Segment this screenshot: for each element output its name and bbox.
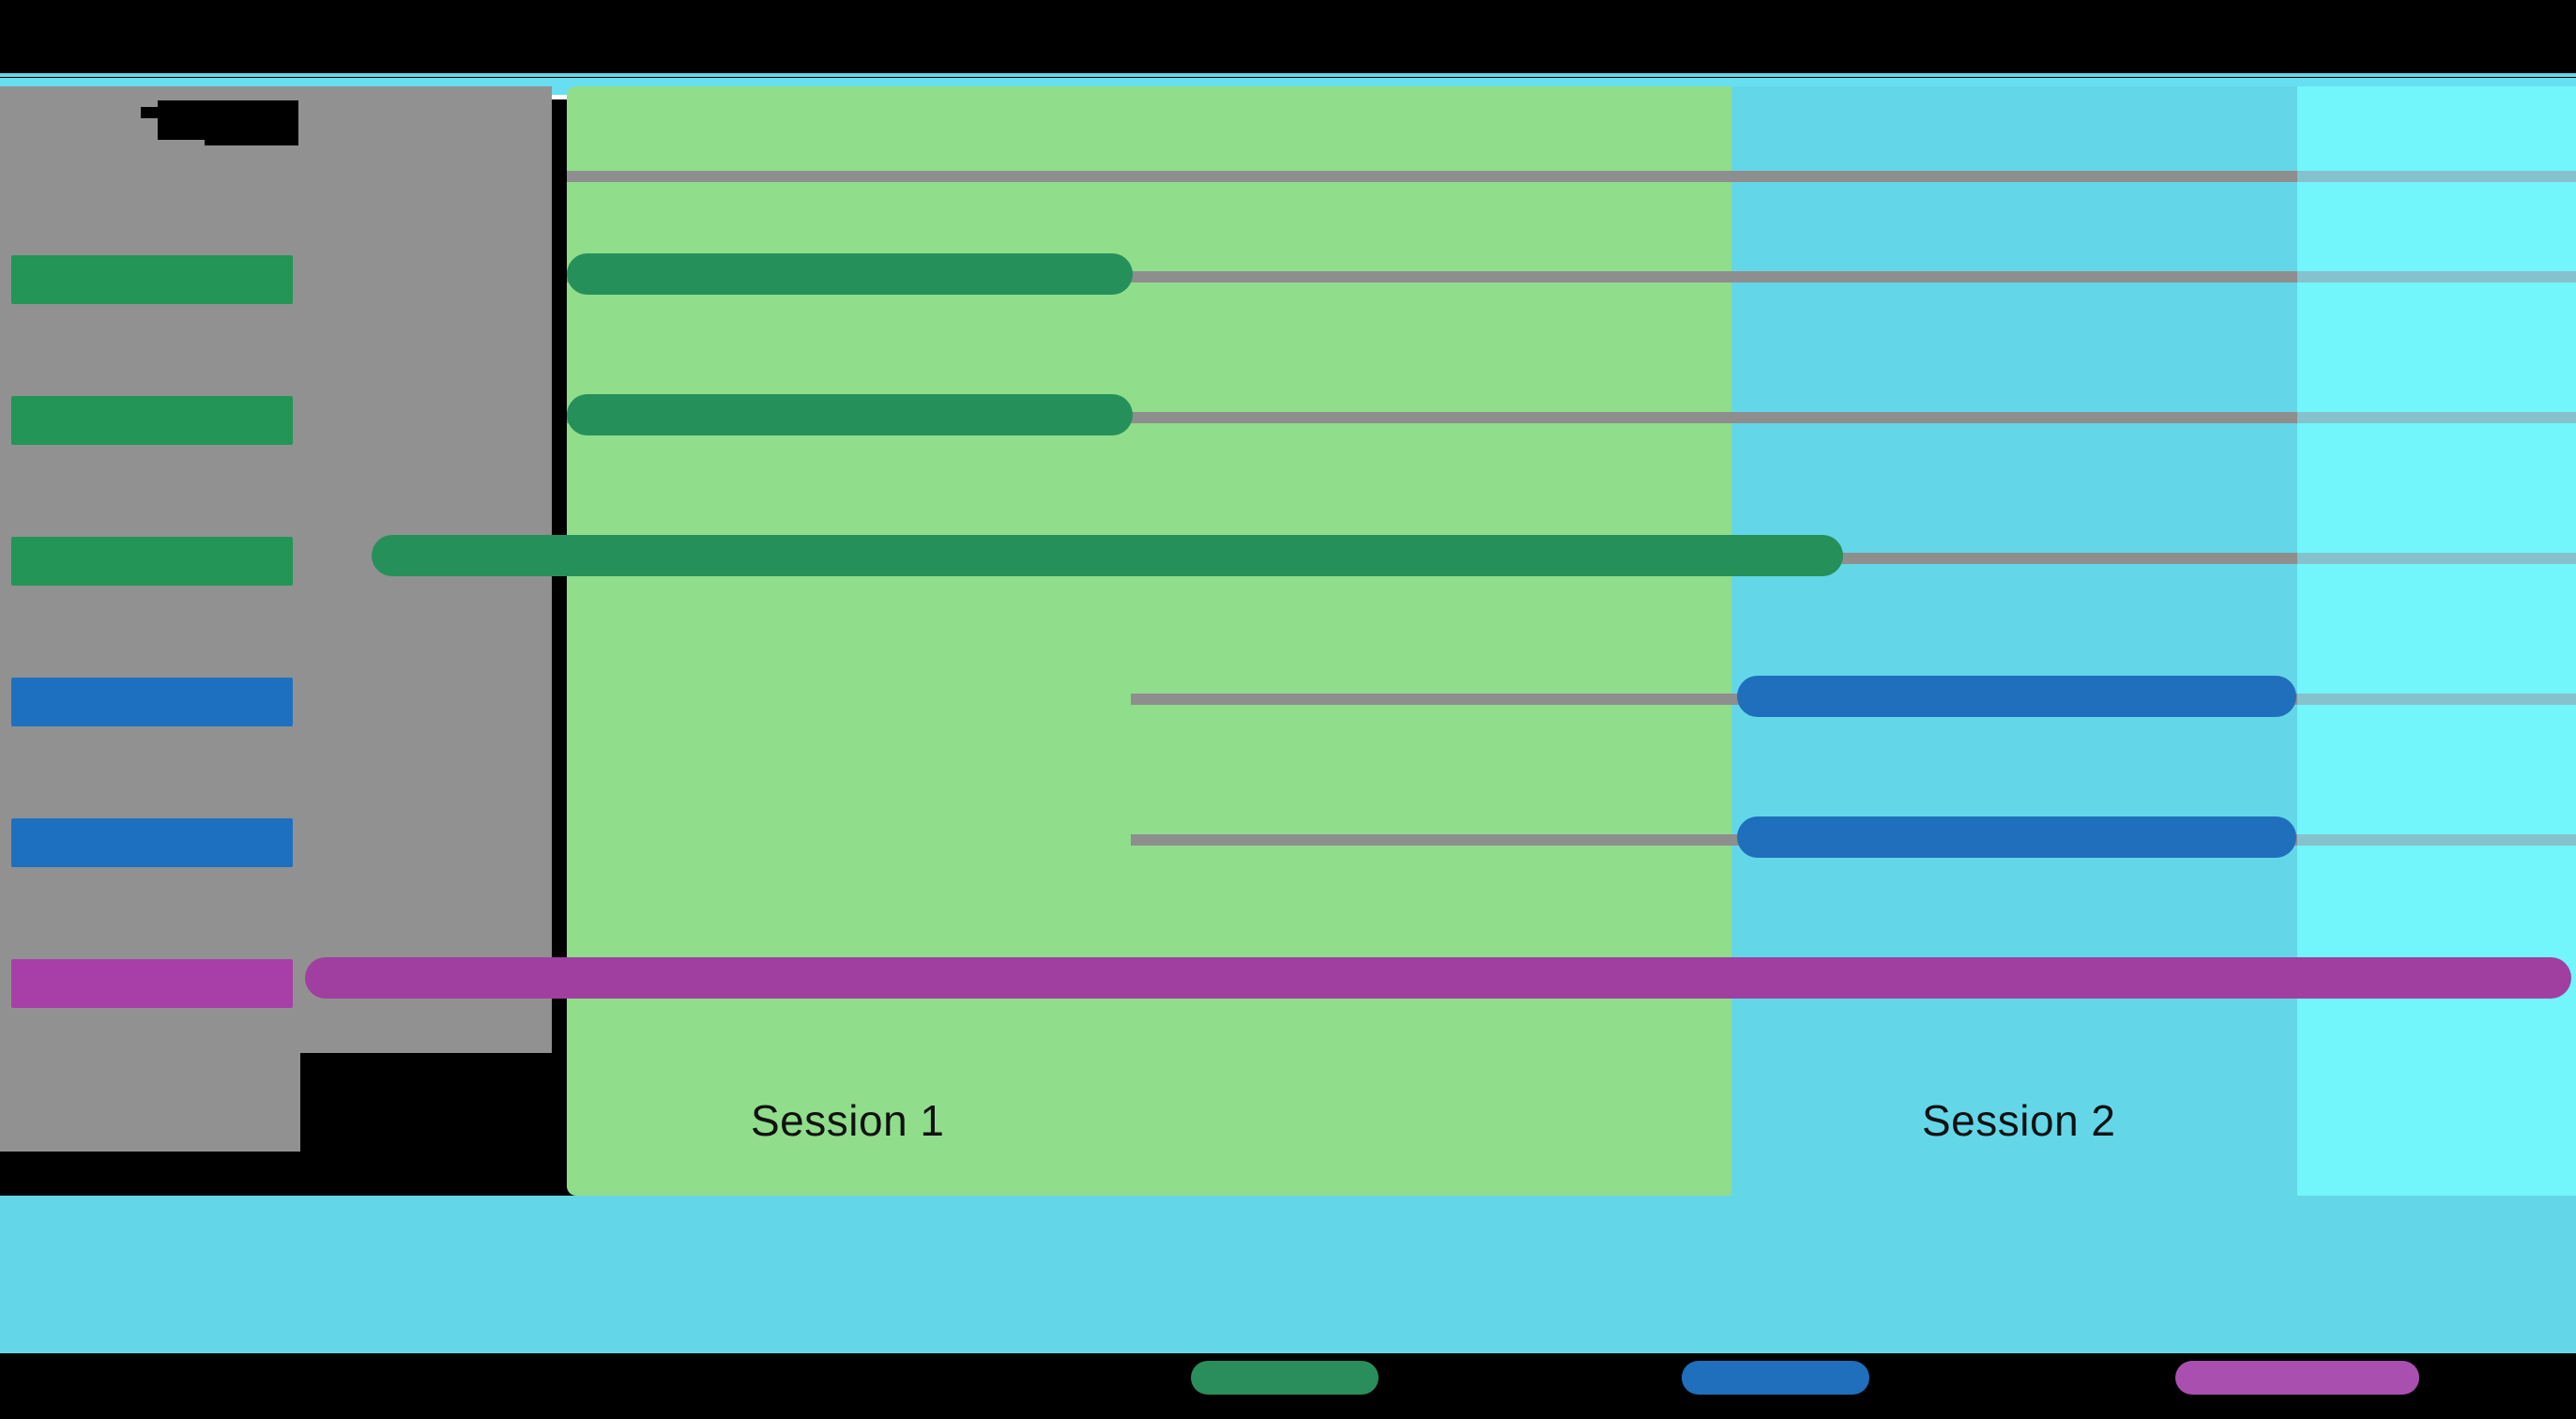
gridline-row-0-light [2297,171,2576,182]
session-caption-2: Session 2 [1922,1096,2116,1145]
session-band-2 [1731,86,2297,1196]
chart-title-redaction-2 [141,107,158,118]
bar-dataset-c[interactable] [305,957,2571,999]
bar-dataset-b2[interactable] [1737,816,2296,858]
footer-band [0,1196,2576,1353]
legend-swatch-series-c[interactable] [2175,1361,2419,1395]
bar-dataset-a1[interactable] [567,253,1133,295]
chart-title-redaction [158,100,298,140]
row-label-dataset-a1 [11,255,293,304]
gridline-row-0 [567,171,2297,182]
row-label-dataset-c [11,959,293,1008]
row-label-dataset-b2 [11,818,293,867]
gridline-row-2-light [2297,412,2576,423]
row-label-dataset-b1 [11,678,293,726]
gridline-row-3-light [2297,553,2576,564]
gridline-row-4-light [2297,694,2576,705]
plot-area: Session 1 Session 2 [0,86,2576,1196]
session-caption-1: Session 1 [751,1096,945,1145]
bar-dataset-a3[interactable] [372,535,1843,576]
top-accent-strip-1 [0,73,2576,77]
legend-swatch-series-b[interactable] [1682,1361,1869,1395]
legend [0,1353,2576,1419]
row-label-dataset-a2 [11,396,293,445]
gridline-row-1-light [2297,271,2576,282]
session-band-1-extension [1131,86,1731,1196]
chart-title-redaction-3 [205,138,298,145]
session-band-3 [2297,86,2576,1196]
legend-swatch-series-a[interactable] [1191,1361,1379,1395]
row-label-dataset-a3 [11,537,293,586]
bar-dataset-a2[interactable] [567,394,1133,435]
bar-dataset-b1[interactable] [1737,676,2296,717]
gridline-row-5-light [2297,834,2576,846]
